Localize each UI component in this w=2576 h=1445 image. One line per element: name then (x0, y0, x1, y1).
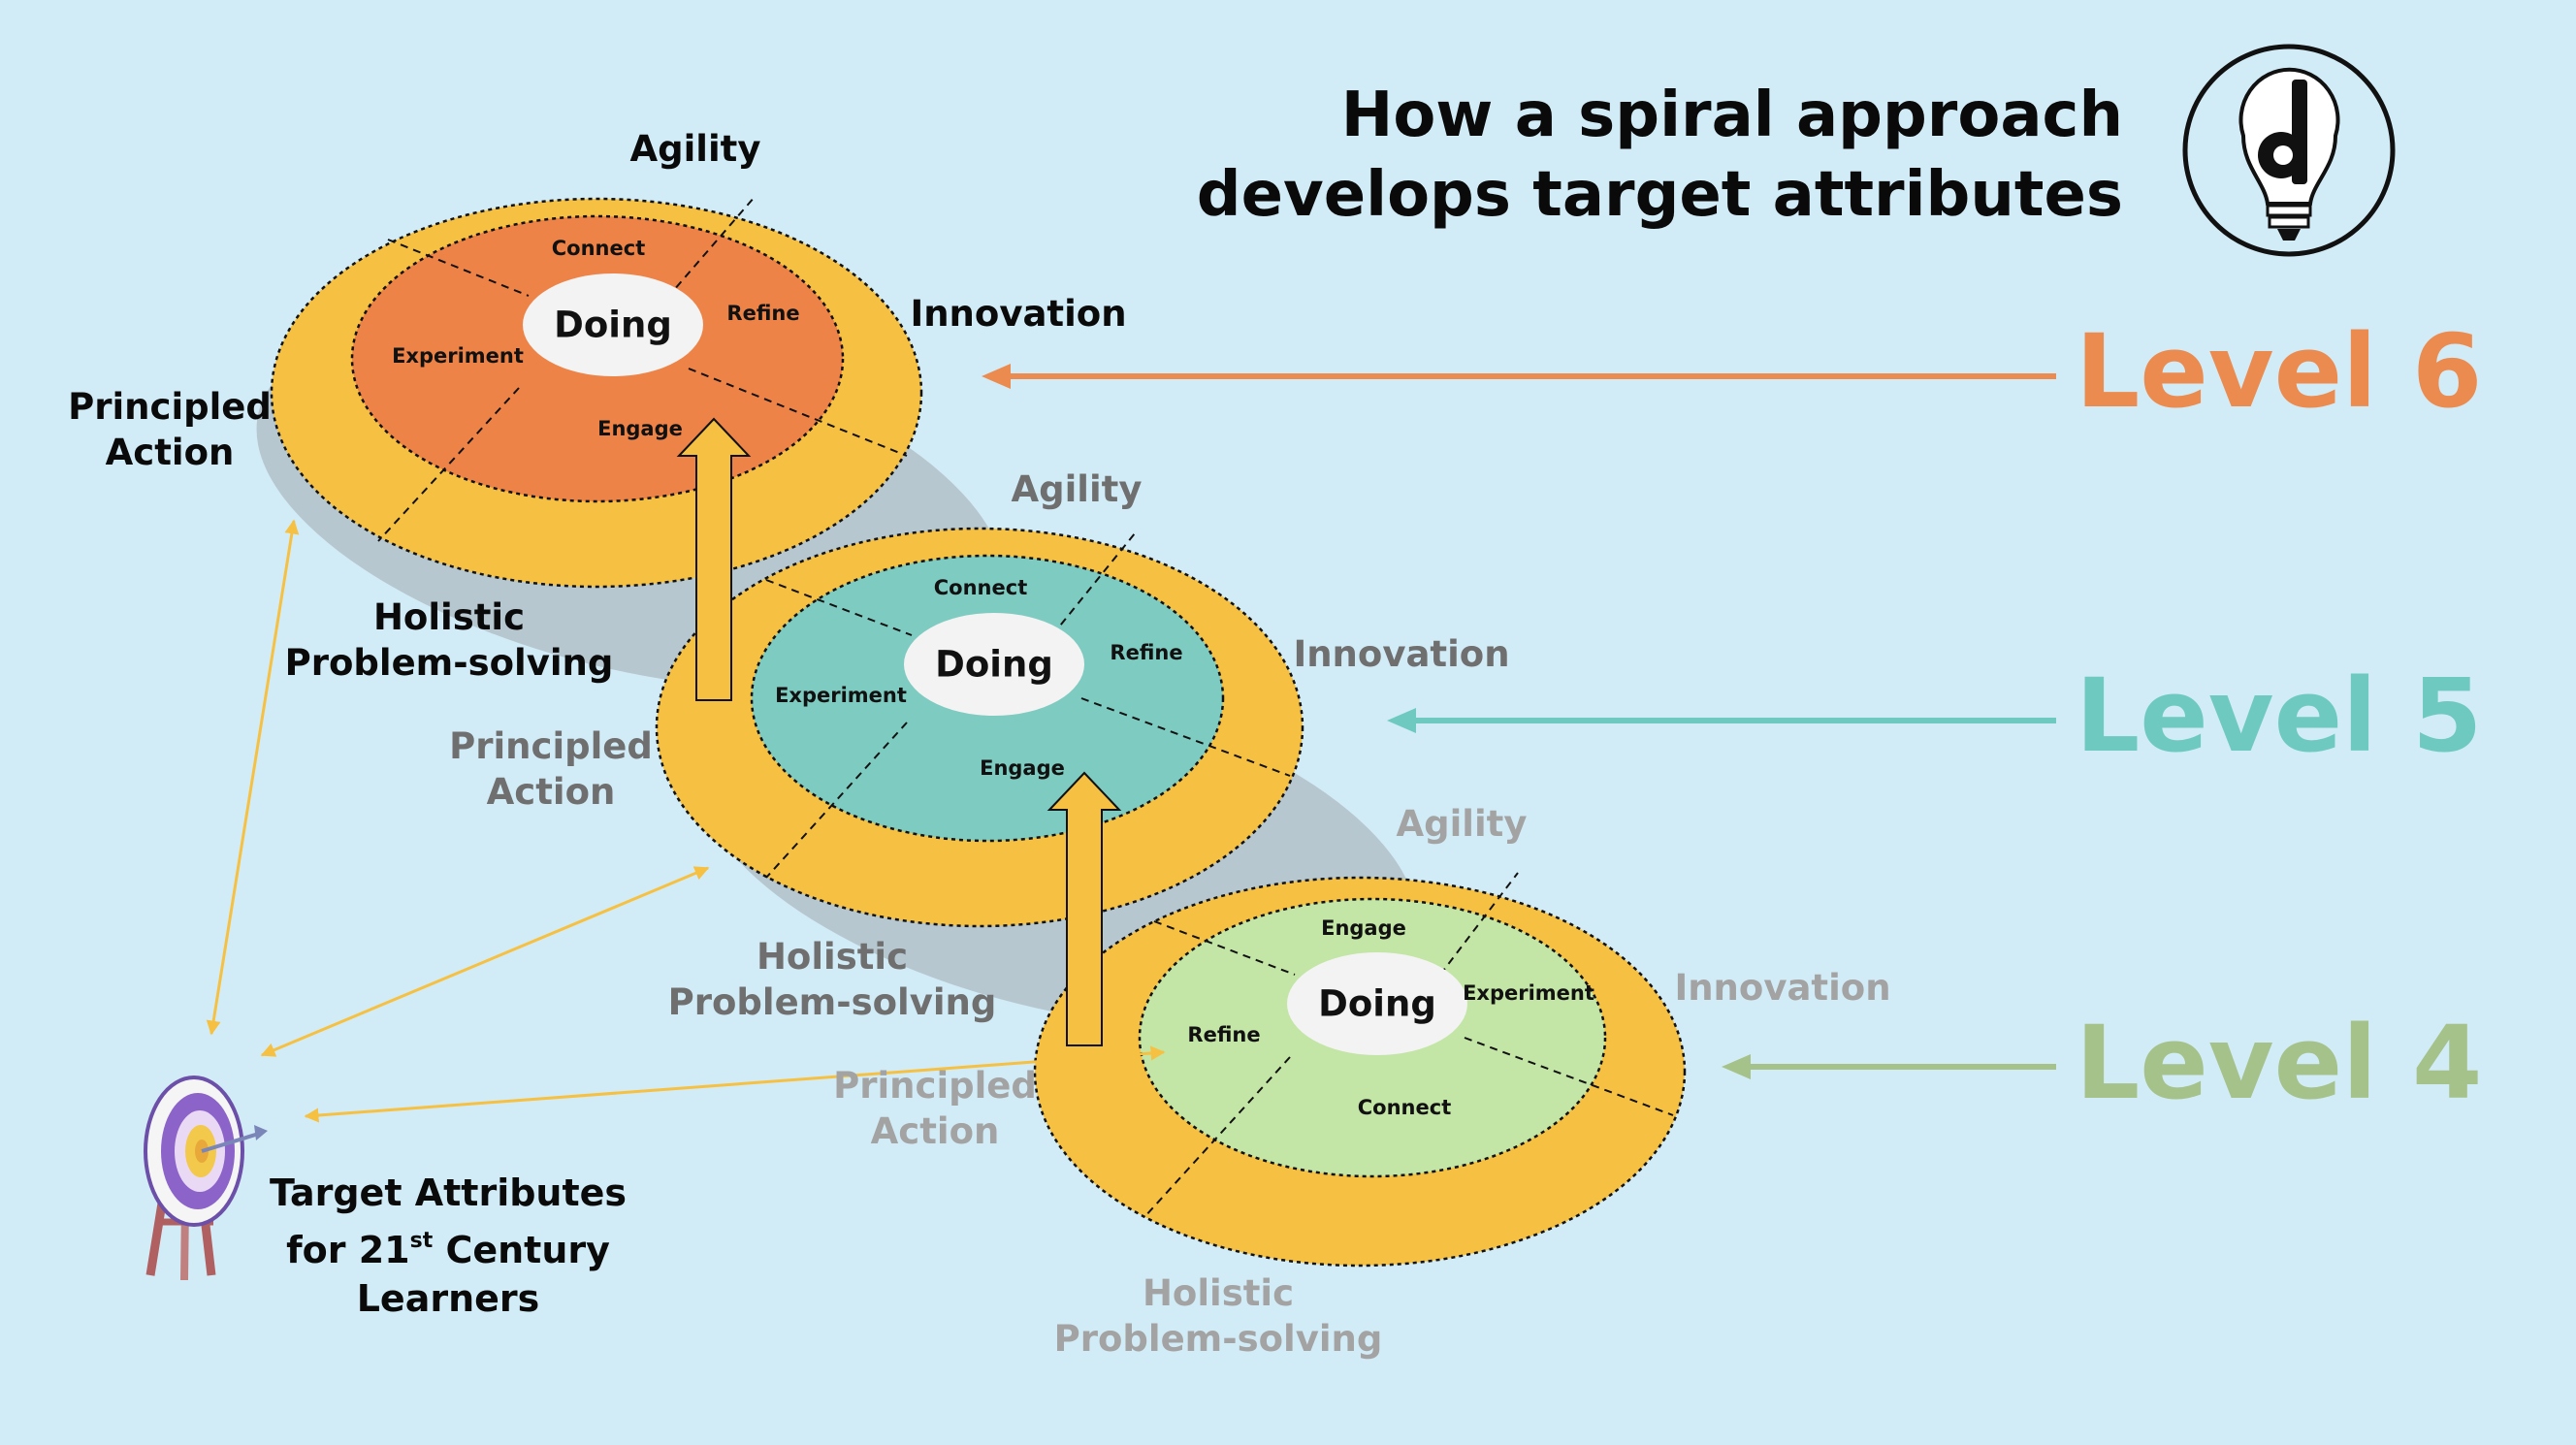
level-5-agility-label: Agility (1011, 468, 1143, 510)
level-6-label: Level 6 (2076, 312, 2483, 431)
target-caption-line-3: Learners (356, 1277, 540, 1320)
level-4-label: Level 4 (2076, 1004, 2483, 1122)
up-arrow-level-5-to-6 (676, 417, 752, 701)
level-5-arrow (1387, 708, 2056, 733)
level-6-arrow (982, 364, 2056, 389)
level-4-segment-right: Experiment (1463, 981, 1594, 1005)
level-5-holistic-label: Holistic Problem-solving (667, 936, 997, 1023)
level-6-segment-top: Connect (551, 237, 646, 260)
level-4-segment-bottom: Connect (1357, 1096, 1452, 1119)
level-5-principled-action-label: Principled Action (449, 725, 653, 813)
level-5-segment-top: Connect (933, 576, 1028, 599)
level-4-segment-left: Refine (1187, 1023, 1261, 1046)
level-6-holistic-label: Holistic Problem-solving (284, 596, 614, 684)
level-6-disc (270, 196, 923, 589)
level-5-disc (655, 527, 1304, 928)
level-6-center-label: Doing (554, 304, 672, 346)
level-4-holistic-label: Holistic Problem-solving (1053, 1272, 1383, 1360)
level-6-agility-label: Agility (629, 128, 761, 170)
level-4-innovation-label: Innovation (1674, 967, 1891, 1009)
level-6-segment-left: Experiment (392, 344, 524, 368)
level-5-segment-bottom: Engage (980, 756, 1065, 780)
level-6-innovation-label: Innovation (910, 293, 1127, 335)
target-connector-arrows (206, 519, 1166, 1123)
level-4-principled-action-label: Principled Action (833, 1065, 1037, 1152)
level-4-arrow (1722, 1054, 2056, 1079)
level-5-segment-left: Experiment (775, 684, 907, 707)
page-title: How a spiral approach develops target at… (1197, 76, 2123, 235)
level-4-disc (1033, 872, 1687, 1268)
level-5-center-label: Doing (935, 643, 1053, 686)
level-6-segment-right: Refine (726, 302, 800, 325)
target-caption-line-2: for 21st Century (286, 1229, 610, 1271)
level-6-principled-action-label: Principled Action (68, 386, 272, 473)
target-caption-line-1: Target Attributes (269, 1172, 628, 1214)
level-6-segment-bottom: Engage (597, 417, 683, 440)
level-4-segment-top: Engage (1321, 916, 1406, 940)
up-arrow-level-4-to-5 (1046, 771, 1122, 1046)
level-4-center-label: Doing (1318, 982, 1436, 1025)
title-line-1: How a spiral approach (1340, 80, 2123, 151)
level-5-innovation-label: Innovation (1293, 633, 1510, 675)
archery-target-icon (144, 1076, 268, 1281)
target-attributes-caption: Target Attributes for 21st Century Learn… (270, 1169, 627, 1323)
level-4-agility-label: Agility (1396, 803, 1528, 845)
title-line-2: develops target attributes (1196, 159, 2123, 231)
level-5-label: Level 5 (2076, 657, 2483, 775)
lightbulb-d-logo-icon (2182, 44, 2396, 257)
level-5-segment-right: Refine (1110, 641, 1183, 664)
